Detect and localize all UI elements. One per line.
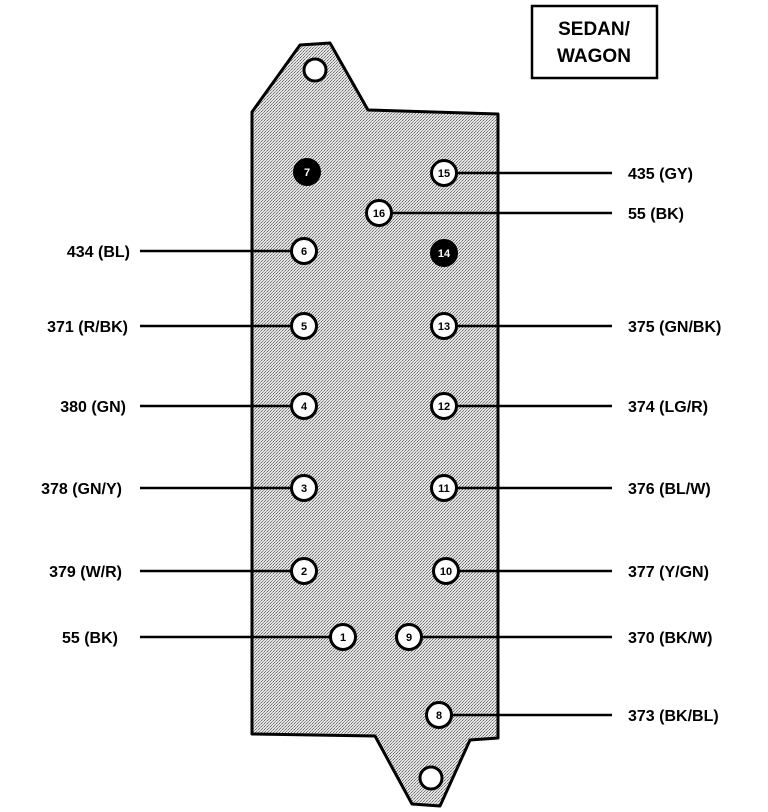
pin-7-number: 7 <box>304 167 310 179</box>
pin-11-number: 11 <box>438 483 450 495</box>
pin-6-terminal <box>290 237 318 265</box>
wire-label-pin-4: 380 (GN) <box>60 399 126 416</box>
pin-11-terminal <box>430 474 458 502</box>
pin-1-terminal <box>329 623 357 651</box>
pin-16-number: 16 <box>373 208 385 220</box>
pin-4-number: 4 <box>301 401 308 413</box>
pin-5-number: 5 <box>301 321 307 333</box>
pin-3-number: 3 <box>301 483 307 495</box>
wire-label-pin-8: 373 (BK/BL) <box>628 708 719 725</box>
pin-9-number: 9 <box>406 632 412 644</box>
pin-14-terminal <box>430 239 458 267</box>
pin-1-number: 1 <box>340 632 346 644</box>
pin-5-terminal <box>290 312 318 340</box>
wire-label-pin-3: 378 (GN/Y) <box>41 481 122 498</box>
title-line-2: WAGON <box>557 46 631 67</box>
wire-label-pin-9: 370 (BK/W) <box>628 630 712 647</box>
pin-10-number: 10 <box>440 566 452 578</box>
wire-labels: 435 (GY) 55 (BK) 434 (BL) 371 (R/BK) 375 (GN… <box>41 166 721 725</box>
connector-body <box>250 41 500 808</box>
pin-3-terminal <box>290 474 318 502</box>
wire-label-pin-15: 435 (GY) <box>628 166 693 183</box>
pin-12-terminal <box>430 392 458 420</box>
pin-16-terminal <box>365 199 393 227</box>
wire-label-pin-11: 376 (BL/W) <box>628 481 711 498</box>
wire-label-pin-16: 55 (BK) <box>628 206 684 223</box>
wire-label-pin-5: 371 (R/BK) <box>47 319 128 336</box>
pin-12-number: 12 <box>438 401 450 413</box>
pin-4-terminal <box>290 392 318 420</box>
wire-label-pin-13: 375 (GN/BK) <box>628 319 721 336</box>
pin-13-terminal <box>430 312 458 340</box>
pin-15-number: 15 <box>438 168 450 180</box>
wire-label-pin-10: 377 (Y/GN) <box>628 564 709 581</box>
wires <box>140 171 612 717</box>
mounting-hole-top <box>302 57 328 83</box>
pin-7-terminal <box>293 158 321 186</box>
wire-label-pin-2: 379 (W/R) <box>49 564 122 581</box>
pin-2-number: 2 <box>301 566 307 578</box>
pins: 7 15 16 6 14 5 13 4 12 3 11 2 10 1 9 8 <box>290 158 460 729</box>
title-box: SEDAN/ WAGON <box>530 4 659 80</box>
pin-15-terminal <box>430 159 458 187</box>
wire-label-pin-12: 374 (LG/R) <box>628 399 708 416</box>
pin-9-terminal <box>395 623 423 651</box>
pin-8-terminal <box>425 701 453 729</box>
pin-6-number: 6 <box>301 246 307 258</box>
pin-2-terminal <box>290 557 318 585</box>
pin-10-terminal <box>432 557 460 585</box>
wire-label-pin-1: 55 (BK) <box>62 630 118 647</box>
pin-13-number: 13 <box>438 321 450 333</box>
mounting-hole-bottom <box>418 765 444 791</box>
title-line-1: SEDAN/ <box>558 19 631 40</box>
pin-14-number: 14 <box>438 248 451 260</box>
wire-label-pin-6: 434 (BL) <box>67 244 130 261</box>
pin-8-number: 8 <box>436 710 442 722</box>
